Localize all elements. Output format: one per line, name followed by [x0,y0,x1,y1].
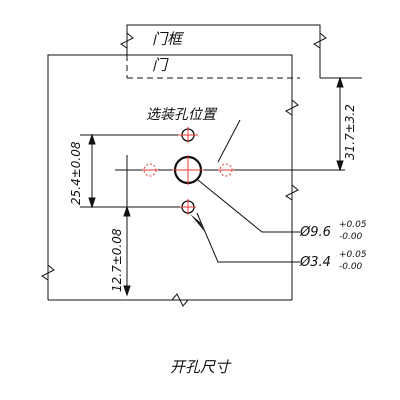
dimension-12-7 [123,155,131,297]
drawing-caption: 开孔尺寸 [169,358,230,376]
small-hole-diameter: Ø3.4 [299,255,331,270]
dimension-25-4 [80,133,188,209]
center-marks [142,127,234,215]
dimension-25-4-text: 25.4±0.08 [69,141,83,205]
dimension-31-7-text: 31.7±3.2 [343,104,357,160]
diameter-leaders [196,179,300,263]
dimension-31-7 [320,76,362,172]
dimension-12-7-text: 12.7±0.08 [110,228,124,292]
large-hole-tol-upper: +0.05 [339,220,367,230]
small-hole-arrow [190,214,205,232]
door-outline [41,54,299,307]
small-hole-tol-lower: -0.00 [339,262,363,272]
large-hole-tol-lower: -0.00 [339,232,363,242]
large-hole-diameter: Ø9.6 [299,225,331,240]
hole-position-label: 选装孔位置 [146,107,218,123]
door-label: 门 [152,56,169,74]
door-frame-outline [120,24,327,78]
small-hole-tol-upper: +0.05 [339,250,367,260]
door-frame-label: 门框 [152,30,185,48]
hole-position-leader [217,119,241,163]
